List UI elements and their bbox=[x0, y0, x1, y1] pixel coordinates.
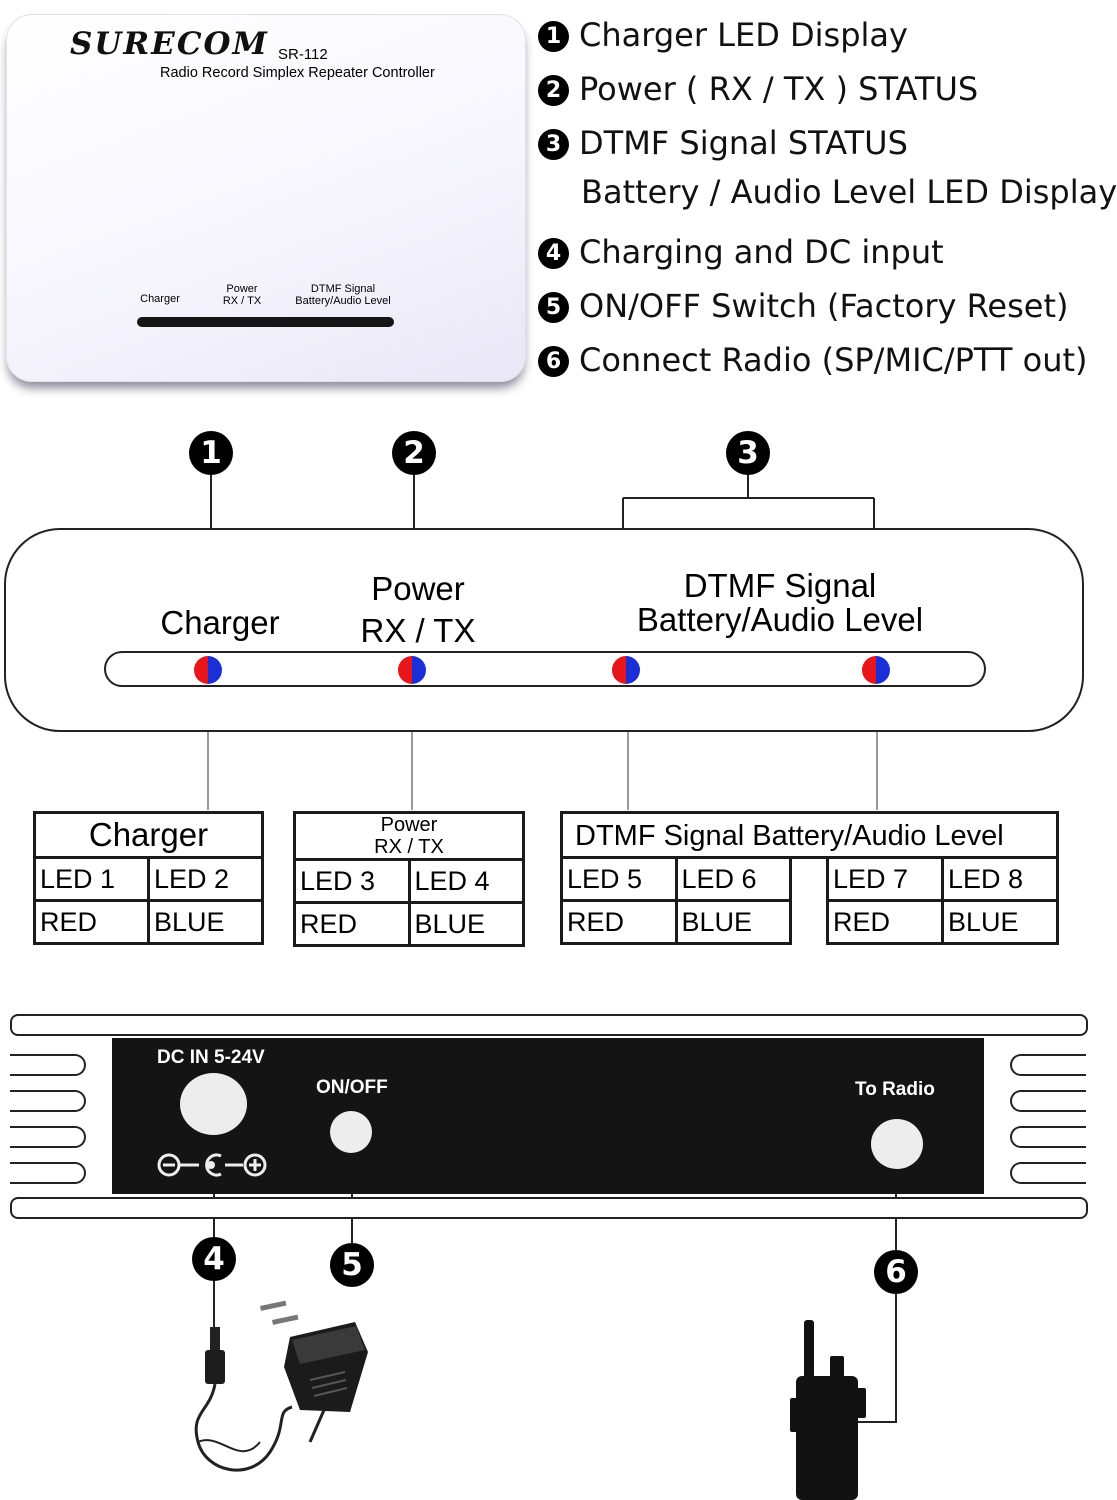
on-off-label: ON/OFF bbox=[316, 1077, 388, 1098]
legend-number-badge: 6 bbox=[538, 346, 569, 377]
handheld-radio-icon bbox=[790, 1320, 866, 1500]
legend-item-6: 6 Connect Radio (SP/MIC/PTT out) bbox=[538, 341, 1088, 379]
legend-text: ON/OFF Switch (Factory Reset) bbox=[579, 287, 1069, 325]
panel-label-dtmf: DTMF Signal Battery/Audio Level bbox=[600, 569, 960, 637]
table-cell: RED bbox=[33, 899, 150, 945]
table-cell: LED 2 bbox=[147, 856, 264, 902]
device-label-dtmf: DTMF Signal Battery/Audio Level bbox=[285, 283, 401, 307]
front-panel bbox=[4, 528, 1084, 732]
legend-text: Charger LED Display bbox=[579, 16, 908, 54]
heat-fin bbox=[1010, 1054, 1086, 1076]
legend-number-badge: 2 bbox=[538, 75, 569, 106]
table-cell: BLUE bbox=[941, 899, 1059, 945]
table-cell: BLUE bbox=[407, 901, 525, 947]
model-number: SR-112 bbox=[278, 46, 328, 63]
device-led-slot bbox=[137, 317, 394, 327]
dc-in-label: DC IN 5-24V bbox=[157, 1047, 265, 1068]
led-battery-audio bbox=[862, 656, 890, 684]
panel-label-dtmf-line2: Battery/Audio Level bbox=[636, 601, 924, 638]
panel-label-power-line2: RX / TX bbox=[360, 612, 476, 649]
legend-text: Charging and DC input bbox=[579, 233, 944, 271]
heat-fin bbox=[1010, 1090, 1086, 1112]
on-off-switch[interactable] bbox=[330, 1111, 372, 1153]
legend-item-5: 5 ON/OFF Switch (Factory Reset) bbox=[538, 287, 1068, 325]
legend-item-4: 4 Charging and DC input bbox=[538, 233, 944, 271]
table-cell: LED 8 bbox=[941, 856, 1059, 902]
legend-text: DTMF Signal STATUS bbox=[579, 124, 908, 162]
table-cell: LED 5 bbox=[560, 856, 678, 902]
heat-fin bbox=[1010, 1162, 1086, 1184]
dtmf-table-title: DTMF Signal Battery/Audio Level bbox=[560, 811, 1059, 859]
device-label-power-line1: Power bbox=[226, 283, 258, 295]
table-cell: BLUE bbox=[674, 899, 792, 945]
table-cell: LED 1 bbox=[33, 856, 150, 902]
callout-badge-2: 2 bbox=[392, 431, 436, 475]
device-label-dtmf-line2: Battery/Audio Level bbox=[295, 295, 391, 307]
legend-number-badge: 4 bbox=[538, 238, 569, 269]
callout-badge-4: 4 bbox=[192, 1237, 236, 1281]
panel-label-power-line1: Power bbox=[371, 570, 465, 607]
heat-fin bbox=[1010, 1126, 1086, 1148]
table-cell: LED 4 bbox=[407, 858, 525, 904]
rear-top-rail bbox=[10, 1014, 1088, 1036]
device-tagline: Radio Record Simplex Repeater Controller bbox=[160, 65, 435, 81]
callout-badge-5: 5 bbox=[330, 1243, 374, 1287]
led-power bbox=[398, 656, 426, 684]
polarity-icon bbox=[157, 1153, 267, 1177]
legend-item-1: 1 Charger LED Display bbox=[538, 16, 908, 54]
table-cell: RED bbox=[293, 901, 411, 947]
table-cell: LED 3 bbox=[293, 858, 411, 904]
device-label-power: Power RX / TX bbox=[205, 283, 279, 307]
to-radio-label: To Radio bbox=[855, 1079, 935, 1100]
callout-badge-1: 1 bbox=[189, 431, 233, 475]
legend-text: Power ( RX / TX ) STATUS bbox=[579, 70, 979, 108]
radio-port[interactable] bbox=[871, 1119, 923, 1169]
table-cell: LED 7 bbox=[826, 856, 944, 902]
table-title-line1: Power bbox=[380, 814, 438, 836]
callout-badge-6: 6 bbox=[874, 1250, 918, 1294]
table-title: Power RX / TX bbox=[293, 811, 525, 861]
heat-fin bbox=[10, 1126, 86, 1148]
led-charger bbox=[194, 656, 222, 684]
device-label-power-line2: RX / TX bbox=[222, 295, 262, 307]
rear-bottom-rail bbox=[10, 1197, 1088, 1219]
heat-fin bbox=[10, 1054, 86, 1076]
brand-logo: SURECOM bbox=[70, 26, 269, 62]
table-cell: BLUE bbox=[147, 899, 264, 945]
rear-panel bbox=[10, 1014, 1088, 1219]
device-label-dtmf-line1: DTMF Signal bbox=[310, 283, 376, 295]
power-adapter-icon bbox=[194, 1300, 368, 1472]
rear-face-plate bbox=[112, 1038, 984, 1194]
table-cell: RED bbox=[826, 899, 944, 945]
table-title: Charger bbox=[33, 811, 264, 859]
panel-label-charger: Charger bbox=[160, 604, 280, 641]
heat-fin bbox=[10, 1162, 86, 1184]
legend-item-3: 3 DTMF Signal STATUS bbox=[538, 124, 908, 162]
legend-text: Connect Radio (SP/MIC/PTT out) bbox=[579, 341, 1088, 379]
dc-input-port[interactable] bbox=[180, 1073, 247, 1135]
legend-number-badge: 3 bbox=[538, 129, 569, 160]
panel-label-dtmf-line1: DTMF Signal bbox=[683, 567, 877, 604]
legend-number-badge: 5 bbox=[538, 292, 569, 323]
legend-item-3-line2: Battery / Audio Level LED Display bbox=[581, 173, 1117, 211]
legend-item-2: 2 Power ( RX / TX ) STATUS bbox=[538, 70, 978, 108]
led-bar bbox=[104, 651, 986, 687]
legend-number-badge: 1 bbox=[538, 21, 569, 52]
panel-label-power: Power RX / TX bbox=[318, 572, 518, 648]
led-dtmf-signal bbox=[612, 656, 640, 684]
device-label-charger: Charger bbox=[140, 293, 180, 305]
table-cell: RED bbox=[560, 899, 678, 945]
table-cell: LED 6 bbox=[674, 856, 792, 902]
table-title-line2: RX / TX bbox=[374, 836, 444, 858]
heat-fin bbox=[10, 1090, 86, 1112]
callout-badge-3: 3 bbox=[726, 431, 770, 475]
